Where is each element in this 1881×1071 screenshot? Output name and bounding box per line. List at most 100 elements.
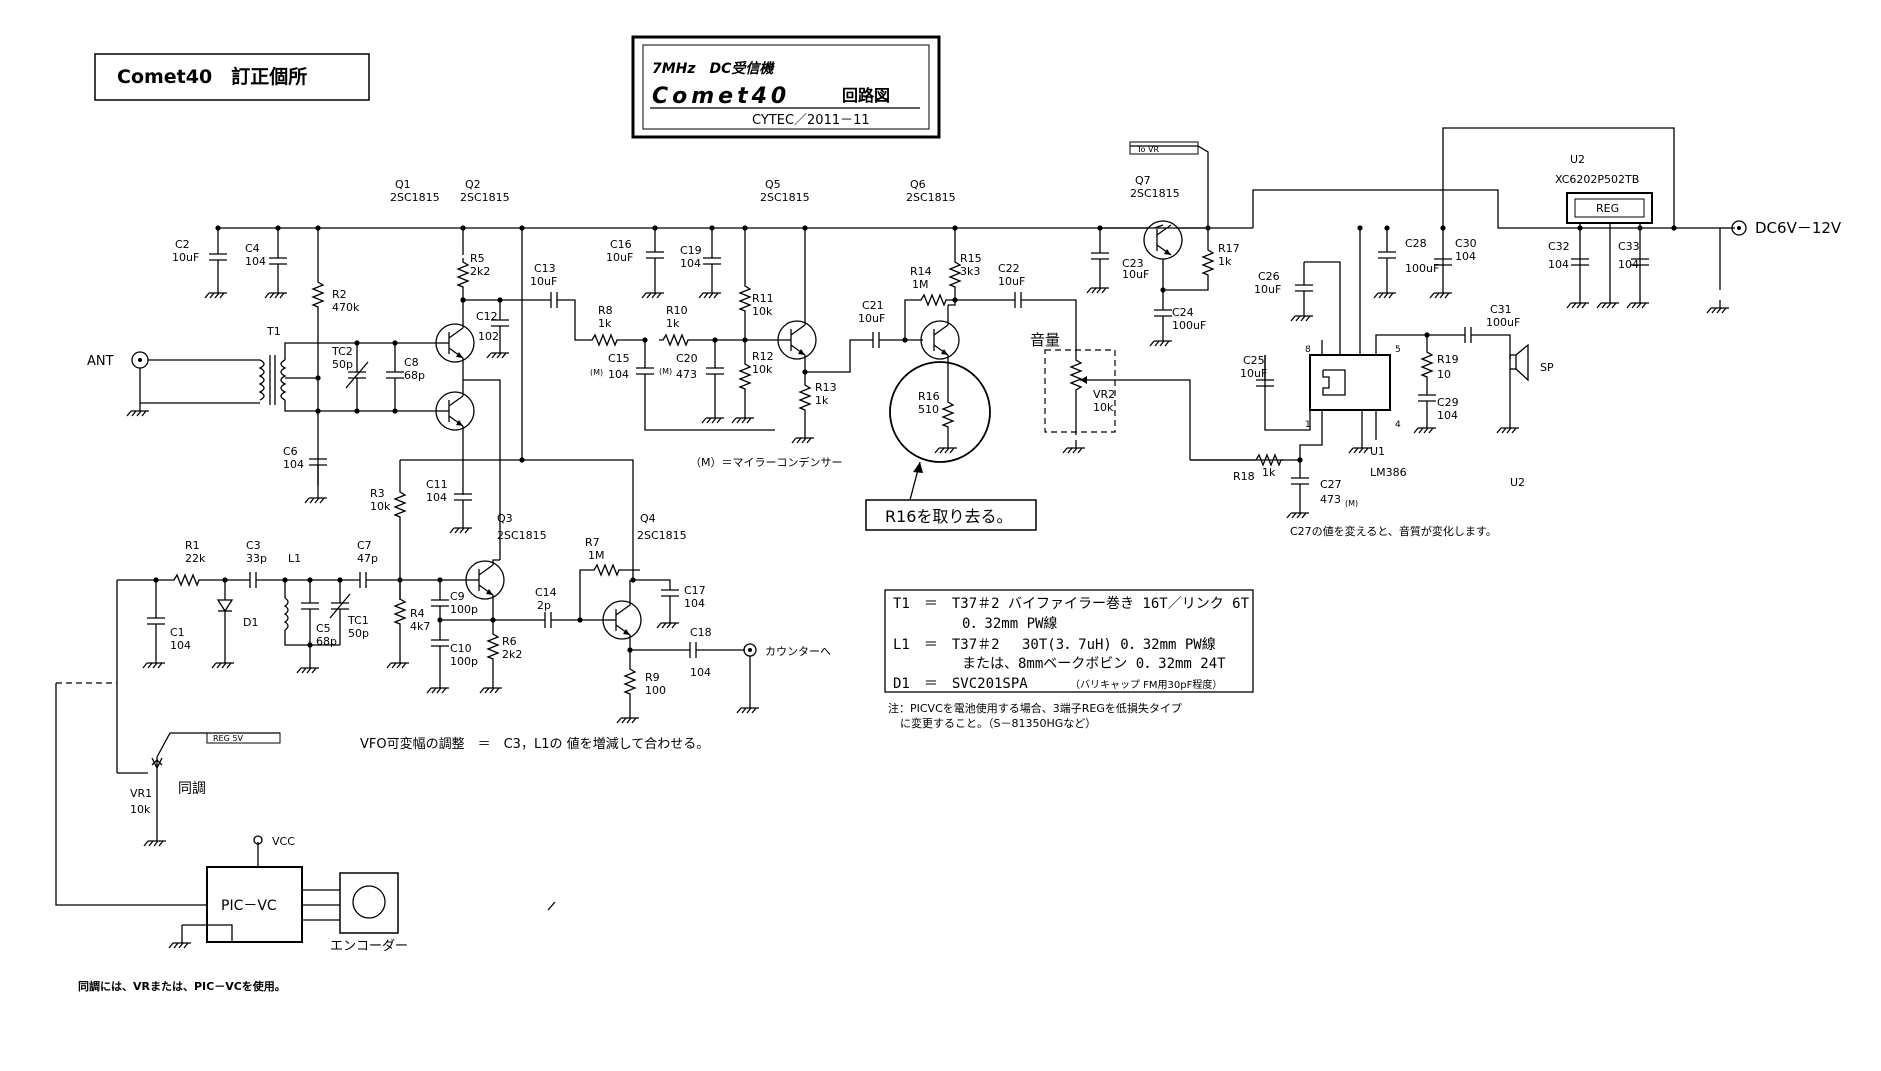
r18-value: 1k (1262, 466, 1276, 479)
c33-value: 104 (1618, 258, 1639, 271)
u2-note-label: U2 (1510, 476, 1525, 489)
c15-label: C15 (608, 352, 630, 365)
q7-label: Q7 (1135, 174, 1151, 187)
vr2-value: 10k (1093, 401, 1114, 414)
c8-value: 68p (404, 369, 425, 382)
c15-value: 104 (608, 368, 629, 381)
title-line2b: 回路図 (842, 86, 890, 105)
ant-label: ANT (87, 354, 114, 369)
c3-value: 33p (246, 552, 267, 565)
r10-label: R10 (666, 304, 688, 317)
q6-label: Q6 (910, 178, 926, 191)
c2-label: C2 (175, 238, 190, 251)
c6-label: C6 (283, 445, 298, 458)
r19-value: 10 (1437, 368, 1451, 381)
bottom-note: 同調には、VRまたは、PIC－VCを使用。 (78, 979, 286, 993)
r19-label: R19 (1437, 353, 1459, 366)
c29-value: 104 (1437, 409, 1458, 422)
r12-label: R12 (752, 350, 774, 363)
q2-label: Q2 (465, 178, 481, 191)
c24-label: C24 (1172, 306, 1194, 319)
r3-value: 10k (370, 500, 391, 513)
tc2-label: TC2 (331, 345, 353, 358)
q6-value: 2SC1815 (906, 191, 956, 204)
r15-value: 3k3 (960, 265, 980, 278)
r3-label: R3 (370, 487, 385, 500)
c23-value: 10uF (1122, 268, 1149, 281)
parts-row3b: （バリキャップ FM用30pF程度） (1070, 678, 1222, 691)
u1-pin1: 1 (1305, 420, 1311, 430)
c12-label: C12 (476, 310, 498, 323)
to-vr-tag: To VR (1136, 145, 1159, 154)
c14-value: 2p (537, 599, 551, 612)
counter-output-label: カウンターへ (765, 645, 831, 658)
pic-note-line1: 注：PICVCを電池使用する場合、3端子REGを低損失タイプ (888, 701, 1182, 715)
c24-value: 100uF (1172, 319, 1206, 332)
r1-label: R1 (185, 539, 200, 552)
c2-value: 10uF (172, 251, 199, 264)
vr2-box (1044, 349, 1116, 433)
r17-value: 1k (1218, 255, 1232, 268)
c30-label: C30 (1455, 237, 1477, 250)
c27-mylar: (M) (1345, 499, 1358, 508)
title-line3: CYTEC／2011－11 (752, 113, 870, 128)
vr2-label: VR2 (1093, 388, 1115, 401)
parts-row3a: D1 ＝ SVC201SPA (893, 676, 1028, 692)
r13-value: 1k (815, 394, 829, 407)
c31-value: 100uF (1486, 316, 1520, 329)
c17-label: C17 (684, 584, 706, 597)
r16-highlight-circle (889, 361, 991, 463)
q1-value: 2SC1815 (390, 191, 440, 204)
tc2-value: 50p (332, 358, 353, 371)
r9-label: R9 (645, 671, 660, 684)
c14-label: C14 (535, 586, 557, 599)
c18-label: C18 (690, 626, 712, 639)
c11-label: C11 (426, 478, 448, 491)
remove-r16-callout (865, 499, 1037, 531)
r4-label: R4 (410, 607, 425, 620)
title-line1: 7MHz DC受信機 (652, 60, 775, 77)
tc1-label: TC1 (347, 614, 369, 627)
c15-mylar: (M) (590, 368, 603, 377)
q4-label: Q4 (640, 512, 656, 525)
r10-value: 1k (666, 317, 680, 330)
c5-label: C5 (316, 622, 331, 635)
c4-value: 104 (245, 255, 266, 268)
c19-label: C19 (680, 244, 702, 257)
c20-mylar: (M) (659, 367, 672, 376)
c33-label: C33 (1618, 240, 1640, 253)
r17-label: R17 (1218, 242, 1240, 255)
c1-label: C1 (170, 626, 185, 639)
encoder-block (339, 872, 399, 934)
u2-label: U2 (1570, 153, 1585, 166)
q2-value: 2SC1815 (460, 191, 510, 204)
parts-row1b: 0．32mm PW線 (962, 616, 1057, 632)
c19-value: 104 (680, 257, 701, 270)
tc1-value: 50p (348, 627, 369, 640)
c7-label: C7 (357, 539, 372, 552)
speaker-label: SP (1540, 361, 1554, 374)
r11-value: 10k (752, 305, 773, 318)
u1-lm386 (1309, 354, 1391, 411)
q5-value: 2SC1815 (760, 191, 810, 204)
q5-label: Q5 (765, 178, 781, 191)
r2-value: 470k (332, 301, 360, 314)
u2-value: XC6202P502TB (1555, 173, 1639, 186)
c27-label: C27 (1320, 478, 1342, 491)
c20-label: C20 (676, 352, 698, 365)
q3-value: 2SC1815 (497, 529, 547, 542)
c28-label: C28 (1405, 237, 1427, 250)
c28-value: 100uF (1405, 262, 1439, 275)
reg5v-tag: REG 5V (213, 734, 243, 743)
c23-label: C23 (1122, 257, 1144, 270)
vcc-label: VCC (272, 835, 295, 848)
r8-label: R8 (598, 304, 613, 317)
c13-value: 10uF (530, 275, 557, 288)
parts-row2b: または、8mmベークボビン 0．32mm 24T (962, 656, 1226, 672)
c32-label: C32 (1548, 240, 1570, 253)
parts-table (884, 589, 1254, 693)
c13-label: C13 (534, 262, 556, 275)
r12-value: 10k (752, 363, 773, 376)
pic-vc-label: PIC－VC (221, 898, 277, 914)
